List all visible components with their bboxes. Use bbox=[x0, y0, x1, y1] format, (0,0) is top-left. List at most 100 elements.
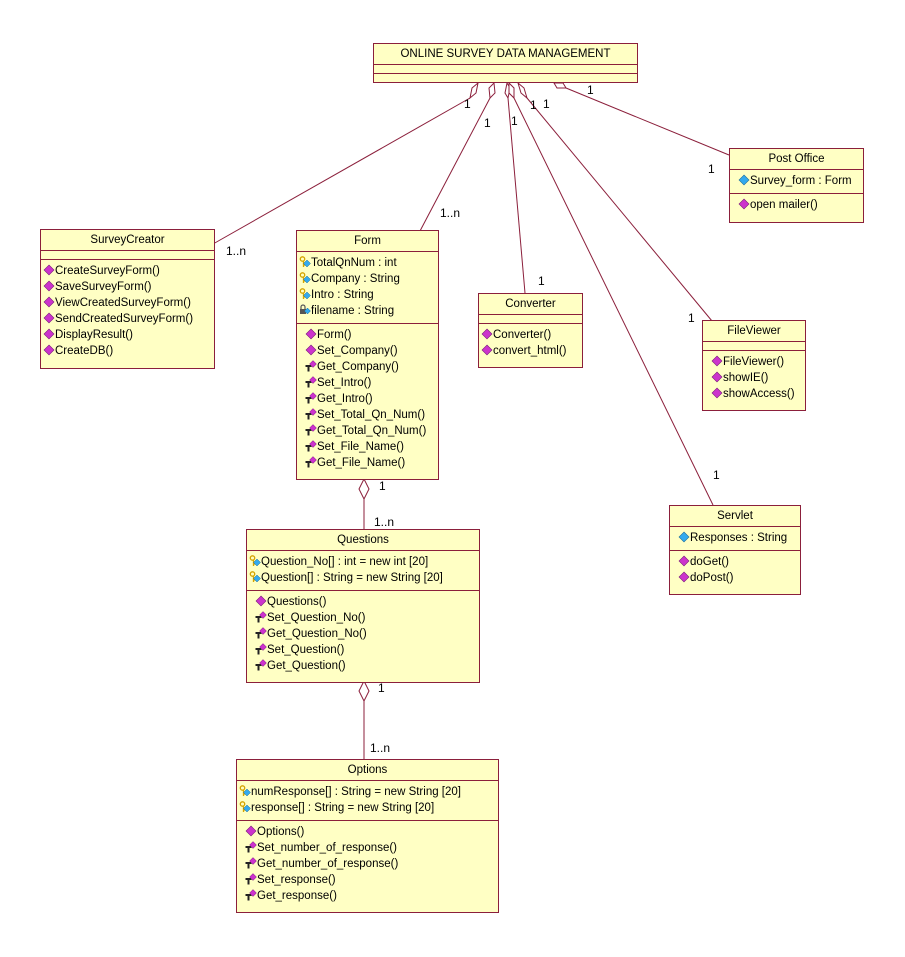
attribute-row[interactable]: filename : String bbox=[297, 303, 438, 319]
operation-row[interactable]: SendCreatedSurveyForm() bbox=[41, 311, 214, 327]
member-text: Get_File_Name() bbox=[317, 457, 406, 469]
operation-row[interactable]: Set_Total_Qn_Num() bbox=[297, 407, 438, 423]
implementation-op-icon bbox=[255, 611, 267, 624]
class-surveycreator[interactable]: SurveyCreator CreateSurveyForm()SaveSurv… bbox=[40, 229, 215, 369]
public-op-icon bbox=[678, 555, 690, 568]
operation-row[interactable]: FileViewer() bbox=[703, 354, 805, 370]
class-name: Servlet bbox=[670, 506, 800, 527]
member-text: Get_Total_Qn_Num() bbox=[317, 425, 427, 437]
class-converter[interactable]: Converter Converter()convert_html() bbox=[478, 293, 583, 368]
member-text: open mailer() bbox=[750, 199, 818, 211]
operation-row[interactable]: ViewCreatedSurveyForm() bbox=[41, 295, 214, 311]
aggregation-diamond-form bbox=[488, 81, 496, 100]
attribute-compartment bbox=[479, 315, 582, 324]
class-name: Questions bbox=[247, 530, 479, 551]
operation-row[interactable]: Set_Intro() bbox=[297, 375, 438, 391]
class-name: SurveyCreator bbox=[41, 230, 214, 251]
operation-row[interactable]: Set_Company() bbox=[297, 343, 438, 359]
operation-row[interactable]: CreateDB() bbox=[41, 343, 214, 359]
protected-attr-icon bbox=[249, 571, 261, 584]
assoc-line-servlet bbox=[513, 97, 714, 506]
operation-row[interactable]: showIE() bbox=[703, 370, 805, 386]
operation-row[interactable]: Questions() bbox=[247, 594, 479, 610]
public-op-icon bbox=[43, 280, 55, 293]
operation-row[interactable]: Get_Intro() bbox=[297, 391, 438, 407]
class-options[interactable]: Options numResponse[] : String = new Str… bbox=[236, 759, 499, 913]
implementation-op-icon bbox=[305, 376, 317, 389]
public-op-icon bbox=[43, 344, 55, 357]
member-text: ViewCreatedSurveyForm() bbox=[55, 297, 191, 309]
operation-row[interactable]: Get_number_of_response() bbox=[237, 856, 498, 872]
class-online-survey-data-management[interactable]: ONLINE SURVEY DATA MANAGEMENT bbox=[373, 43, 638, 83]
attribute-row[interactable]: TotalQnNum : int bbox=[297, 255, 438, 271]
operation-row[interactable]: Get_response() bbox=[237, 888, 498, 904]
attribute-row[interactable]: Survey_form : Form bbox=[730, 173, 863, 189]
public-attr-icon bbox=[738, 174, 750, 187]
operation-row[interactable]: Get_Total_Qn_Num() bbox=[297, 423, 438, 439]
attribute-row[interactable]: Intro : String bbox=[297, 287, 438, 303]
operation-row[interactable]: CreateSurveyForm() bbox=[41, 263, 214, 279]
member-text: Set_Company() bbox=[317, 345, 398, 357]
member-text: numResponse[] : String = new String [20] bbox=[251, 786, 461, 798]
operation-row[interactable]: Set_File_Name() bbox=[297, 439, 438, 455]
operation-compartment: CreateSurveyForm()SaveSurveyForm() ViewCr… bbox=[41, 260, 214, 363]
member-text: Intro : String bbox=[311, 289, 374, 301]
operation-row[interactable]: Get_File_Name() bbox=[297, 455, 438, 471]
attribute-compartment: numResponse[] : String = new String [20]… bbox=[237, 781, 498, 821]
class-questions[interactable]: Questions Question_No[] : int = new int … bbox=[246, 529, 480, 683]
public-op-icon bbox=[305, 344, 317, 357]
member-text: TotalQnNum : int bbox=[311, 257, 397, 269]
implementation-op-icon bbox=[245, 841, 257, 854]
member-text: Survey_form : Form bbox=[750, 175, 852, 187]
multiplicity-label: 1 bbox=[688, 311, 695, 325]
member-text: doPost() bbox=[690, 572, 734, 584]
operation-row[interactable]: doGet() bbox=[670, 554, 800, 570]
operation-row[interactable]: Set_Question_No() bbox=[247, 610, 479, 626]
operation-row[interactable]: DisplayResult() bbox=[41, 327, 214, 343]
public-op-icon bbox=[678, 571, 690, 584]
attribute-row[interactable]: response[] : String = new String [20] bbox=[237, 800, 498, 816]
class-name: Post Office bbox=[730, 149, 863, 170]
operation-row[interactable]: Get_Company() bbox=[297, 359, 438, 375]
attribute-row[interactable]: numResponse[] : String = new String [20] bbox=[237, 784, 498, 800]
protected-attr-icon bbox=[299, 272, 311, 285]
operation-row[interactable]: SaveSurveyForm() bbox=[41, 279, 214, 295]
attribute-row[interactable]: Question[] : String = new String [20] bbox=[247, 570, 479, 586]
class-servlet[interactable]: Servlet Responses : String doGet() doPost… bbox=[669, 505, 801, 595]
assoc-line-fileviewer bbox=[526, 97, 713, 322]
member-text: Set_number_of_response() bbox=[257, 842, 397, 854]
member-text: CreateDB() bbox=[55, 345, 114, 357]
operation-row[interactable]: convert_html() bbox=[479, 343, 582, 359]
operation-row[interactable]: Set_Question() bbox=[247, 642, 479, 658]
operation-row[interactable]: Set_number_of_response() bbox=[237, 840, 498, 856]
attribute-row[interactable]: Company : String bbox=[297, 271, 438, 287]
public-op-icon bbox=[711, 355, 723, 368]
public-attr-icon bbox=[678, 531, 690, 544]
class-fileviewer[interactable]: FileViewer FileViewer()showIE()showAcces… bbox=[702, 320, 806, 411]
operation-row[interactable]: doPost() bbox=[670, 570, 800, 586]
public-op-icon bbox=[43, 328, 55, 341]
public-op-icon bbox=[255, 595, 267, 608]
implementation-op-icon bbox=[245, 857, 257, 870]
assoc-line-postoffice bbox=[565, 87, 730, 156]
class-post-office[interactable]: Post Office Survey_form : Form open mail… bbox=[729, 148, 864, 223]
operation-row[interactable]: Get_Question_No() bbox=[247, 626, 479, 642]
member-text: Get_Question_No() bbox=[267, 628, 367, 640]
operation-row[interactable]: Form() bbox=[297, 327, 438, 343]
operation-row[interactable]: open mailer() bbox=[730, 197, 863, 213]
operation-row[interactable]: showAccess() bbox=[703, 386, 805, 402]
member-text: Set_Intro() bbox=[317, 377, 372, 389]
operation-row[interactable]: Get_Question() bbox=[247, 658, 479, 674]
operation-row[interactable]: Options() bbox=[237, 824, 498, 840]
attribute-row[interactable]: Responses : String bbox=[670, 530, 800, 546]
operation-row[interactable]: Set_response() bbox=[237, 872, 498, 888]
multiplicity-label: 1 bbox=[530, 98, 537, 112]
operation-row[interactable]: Converter() bbox=[479, 327, 582, 343]
implementation-op-icon bbox=[305, 456, 317, 469]
operation-compartment: Converter()convert_html() bbox=[479, 324, 582, 363]
multiplicity-label: 1 bbox=[464, 97, 471, 111]
class-name: ONLINE SURVEY DATA MANAGEMENT bbox=[374, 44, 637, 65]
attribute-row[interactable]: Question_No[] : int = new int [20] bbox=[247, 554, 479, 570]
